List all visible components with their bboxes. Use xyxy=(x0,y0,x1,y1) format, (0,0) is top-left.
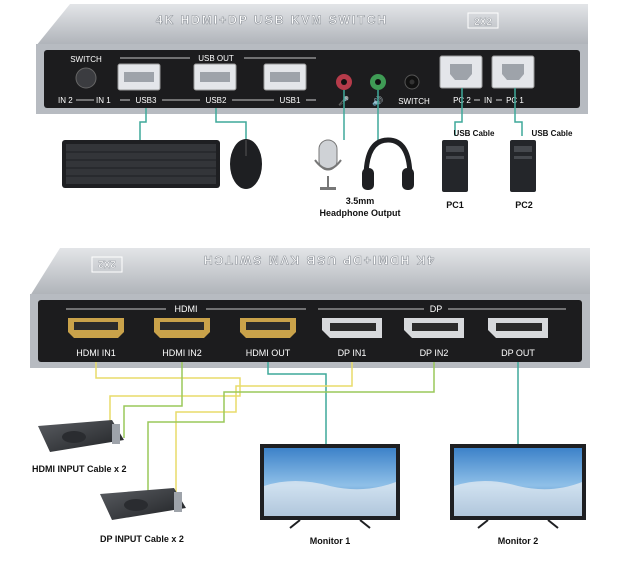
headphone-label-line2: Headphone Output xyxy=(320,208,401,218)
pc1-tower-icon xyxy=(442,140,468,192)
top-unit-badge: 2X2 xyxy=(474,17,492,28)
usb3-label: USB3 xyxy=(136,96,157,105)
microphone-icon xyxy=(314,139,342,190)
dp-out-port xyxy=(488,318,548,338)
dp-graphics-card-icon xyxy=(100,488,186,520)
port-label-dp-in2: DP IN2 xyxy=(420,348,449,358)
dp-in1-port xyxy=(322,318,382,338)
port-label-hdmi-in2: HDMI IN2 xyxy=(162,348,202,358)
hdmi-graphics-card-icon xyxy=(38,420,124,452)
top-unit-title: 4K HDMI+DP USB KVM SWITCH xyxy=(156,13,388,27)
port-label-dp-in1: DP IN1 xyxy=(338,348,367,358)
bottom-front-panel xyxy=(38,300,582,362)
headphone-label-line1: 3.5mm xyxy=(346,196,375,206)
top-kvm-unit: 4K HDMI+DP USB KVM SWITCH 2X2 SWITCH IN … xyxy=(36,4,588,114)
headphones-icon xyxy=(362,137,414,190)
hdmi-out-port xyxy=(240,318,296,338)
port-label-hdmi-out: HDMI OUT xyxy=(246,348,291,358)
keyboard-icon xyxy=(62,140,220,188)
hdmi-group-label: HDMI xyxy=(175,304,198,314)
usb1-label: USB1 xyxy=(280,96,301,105)
in1-label: IN 1 xyxy=(96,96,111,105)
top-wires xyxy=(139,88,523,140)
pc1-label: PC1 xyxy=(446,200,464,210)
bottom-wires xyxy=(95,362,519,510)
in2-label: IN 2 xyxy=(58,96,73,105)
dp-in2-port xyxy=(404,318,464,338)
pc2-label: PC2 xyxy=(515,200,533,210)
switch-button xyxy=(75,67,97,89)
monitor-2-icon xyxy=(450,444,586,529)
pc2-tower-icon xyxy=(510,140,536,192)
in-label: IN xyxy=(484,96,492,105)
bottom-unit-title: 4K HDMI+DP USB KVM SWITCH xyxy=(202,253,434,267)
usb-out-label: USB OUT xyxy=(198,54,234,63)
port-label-hdmi-in1: HDMI IN1 xyxy=(76,348,116,358)
monitor-1-icon xyxy=(260,444,400,529)
monitor-1-label: Monitor 1 xyxy=(310,536,351,546)
switch-label: SWITCH xyxy=(70,55,102,64)
dp-cable-label: DP INPUT Cable x 2 xyxy=(100,534,184,544)
monitor-2-label: Monitor 2 xyxy=(498,536,539,546)
bottom-unit-badge: 2X2 xyxy=(98,258,116,269)
port-label-dp-out: DP OUT xyxy=(501,348,535,358)
hdmi-in2-port xyxy=(154,318,210,338)
usb-cable-label-1: USB Cable xyxy=(454,129,495,138)
mouse-icon xyxy=(230,139,262,189)
switch-port-label: SWITCH xyxy=(398,97,430,106)
dp-group-label: DP xyxy=(430,304,443,314)
usb2-label: USB2 xyxy=(206,96,227,105)
usb-cable-label-2: USB Cable xyxy=(532,129,573,138)
hdmi-cable-label: HDMI INPUT Cable x 2 xyxy=(32,464,127,474)
hdmi-in1-port xyxy=(68,318,124,338)
bottom-kvm-unit: 4K HDMI+DP USB KVM SWITCH 2X2 HDMI DP HD… xyxy=(30,248,590,368)
